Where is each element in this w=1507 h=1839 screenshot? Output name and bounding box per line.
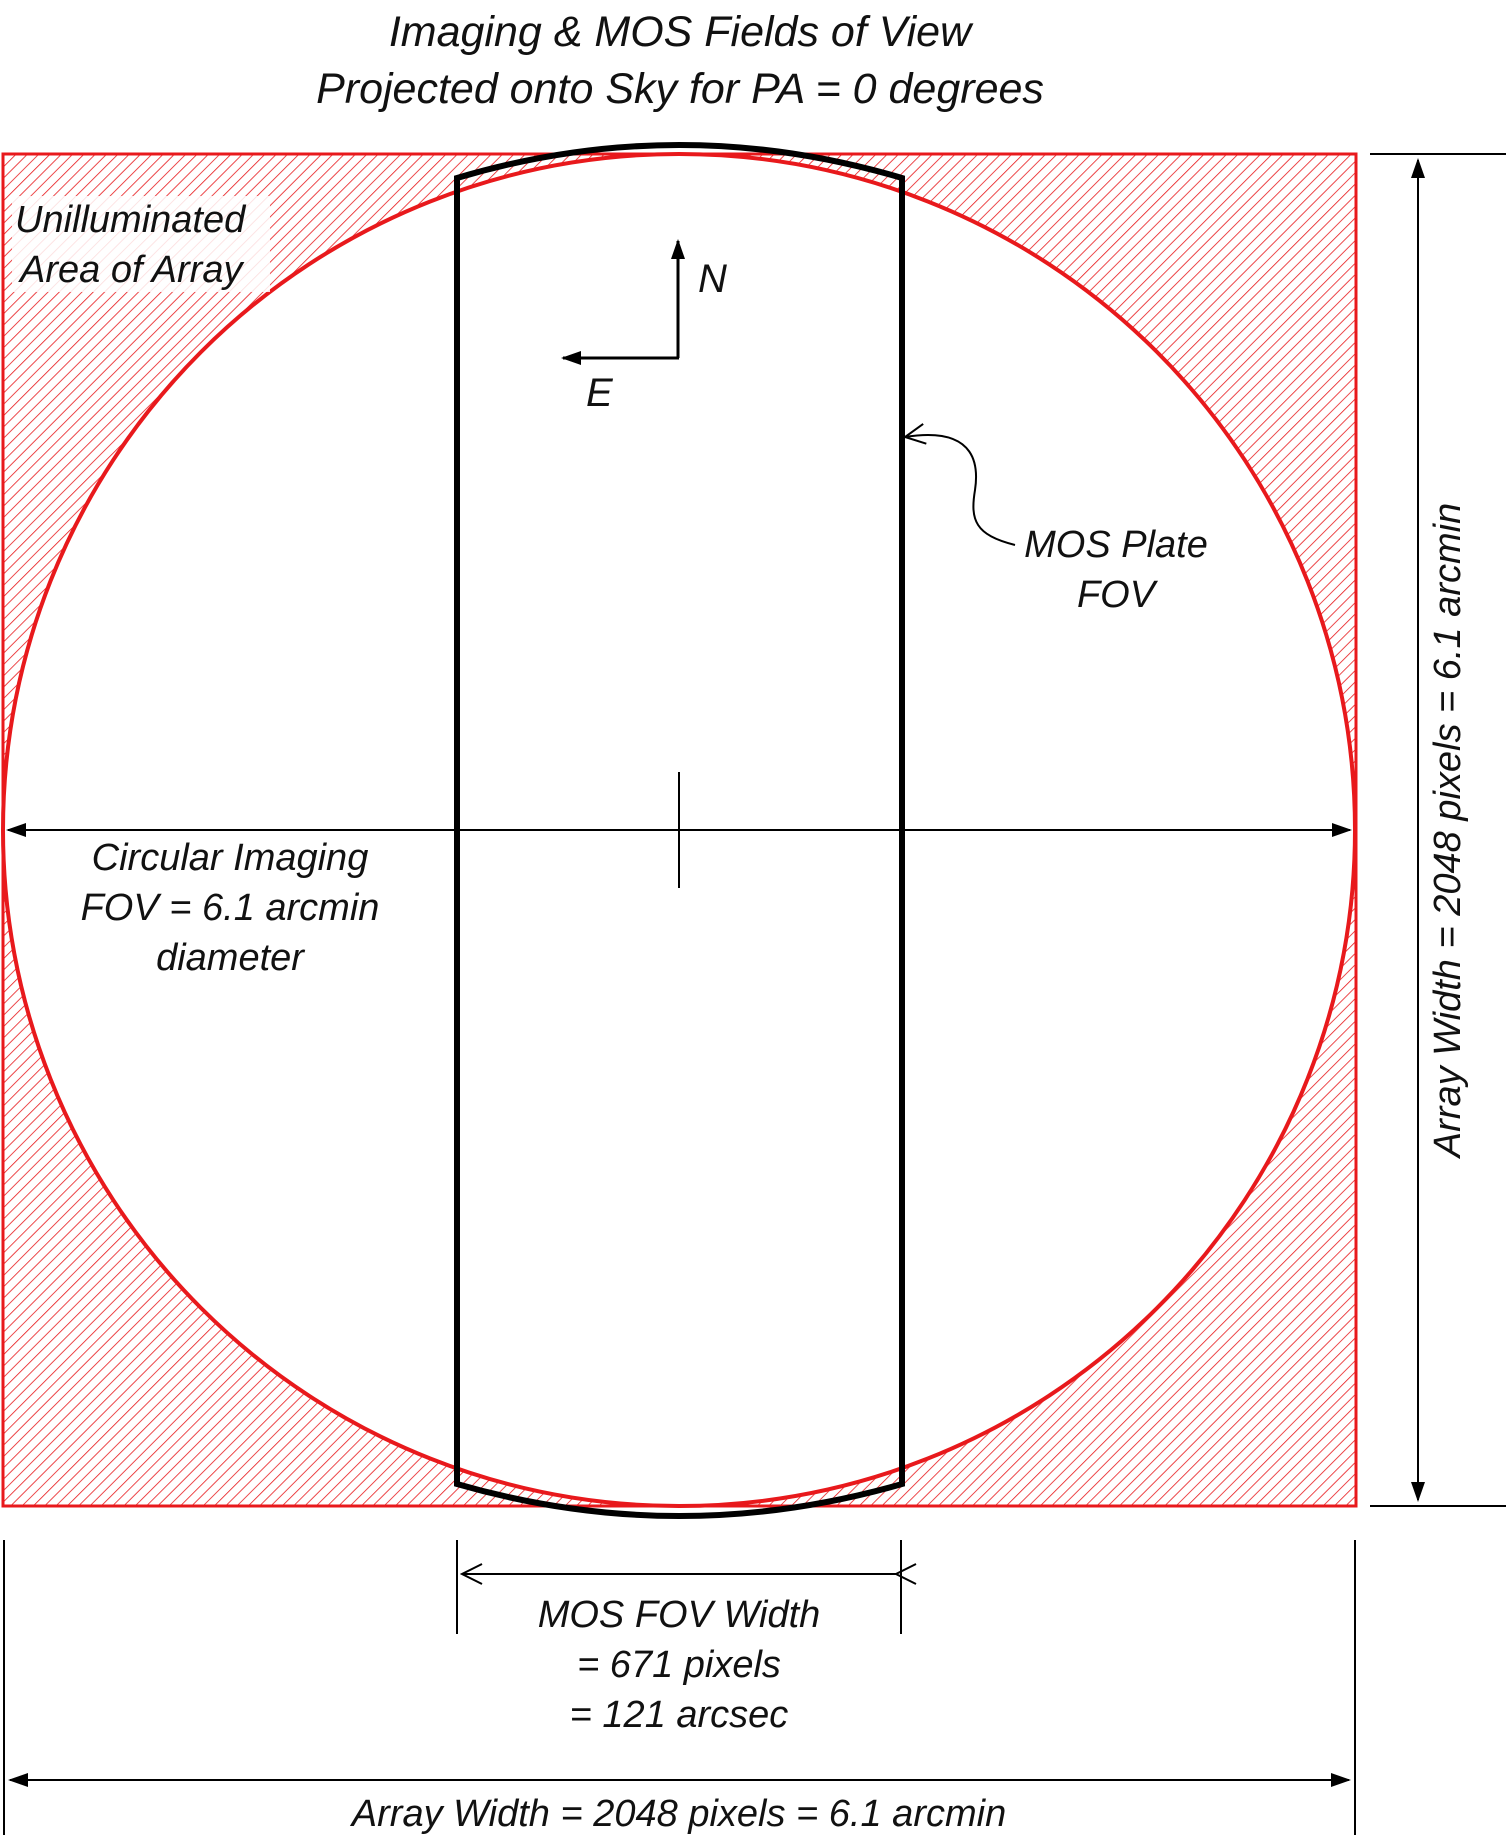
array-width-right-label: Array Width = 2048 pixels = 6.1 arcmin — [1427, 503, 1469, 1159]
compass-north-label: N — [698, 257, 727, 301]
title-line-2: Projected onto Sky for PA = 0 degrees — [316, 65, 1044, 113]
array-width-bottom-label: Array Width = 2048 pixels = 6.1 arcmin — [350, 1793, 1006, 1835]
compass-east-label: E — [586, 371, 614, 415]
mos-width-label-line-2: = 671 pixels — [577, 1644, 781, 1686]
mos-plate-label-line-2: FOV — [1077, 574, 1159, 616]
mos-plate-leader — [905, 435, 1016, 546]
mos-width-label-line-3: = 121 arcsec — [570, 1694, 789, 1736]
unilluminated-label-line-1: Unilluminated — [15, 199, 247, 241]
unilluminated-label-bg — [12, 196, 270, 292]
mos-plate-label-line-1: MOS Plate — [1024, 524, 1208, 566]
unilluminated-label-line-2: Area of Array — [18, 249, 244, 291]
circular-fov-label-line-2: FOV = 6.1 arcmin — [81, 887, 380, 929]
circular-fov-label-line-3: diameter — [156, 937, 305, 979]
circular-fov-label-line-1: Circular Imaging — [92, 837, 369, 879]
mos-width-label-line-1: MOS FOV Width — [538, 1594, 821, 1636]
mos-plate-fov — [454, 142, 905, 1519]
circular-imaging-fov — [1, 152, 1357, 1508]
title-line-1: Imaging & MOS Fields of View — [389, 8, 974, 56]
